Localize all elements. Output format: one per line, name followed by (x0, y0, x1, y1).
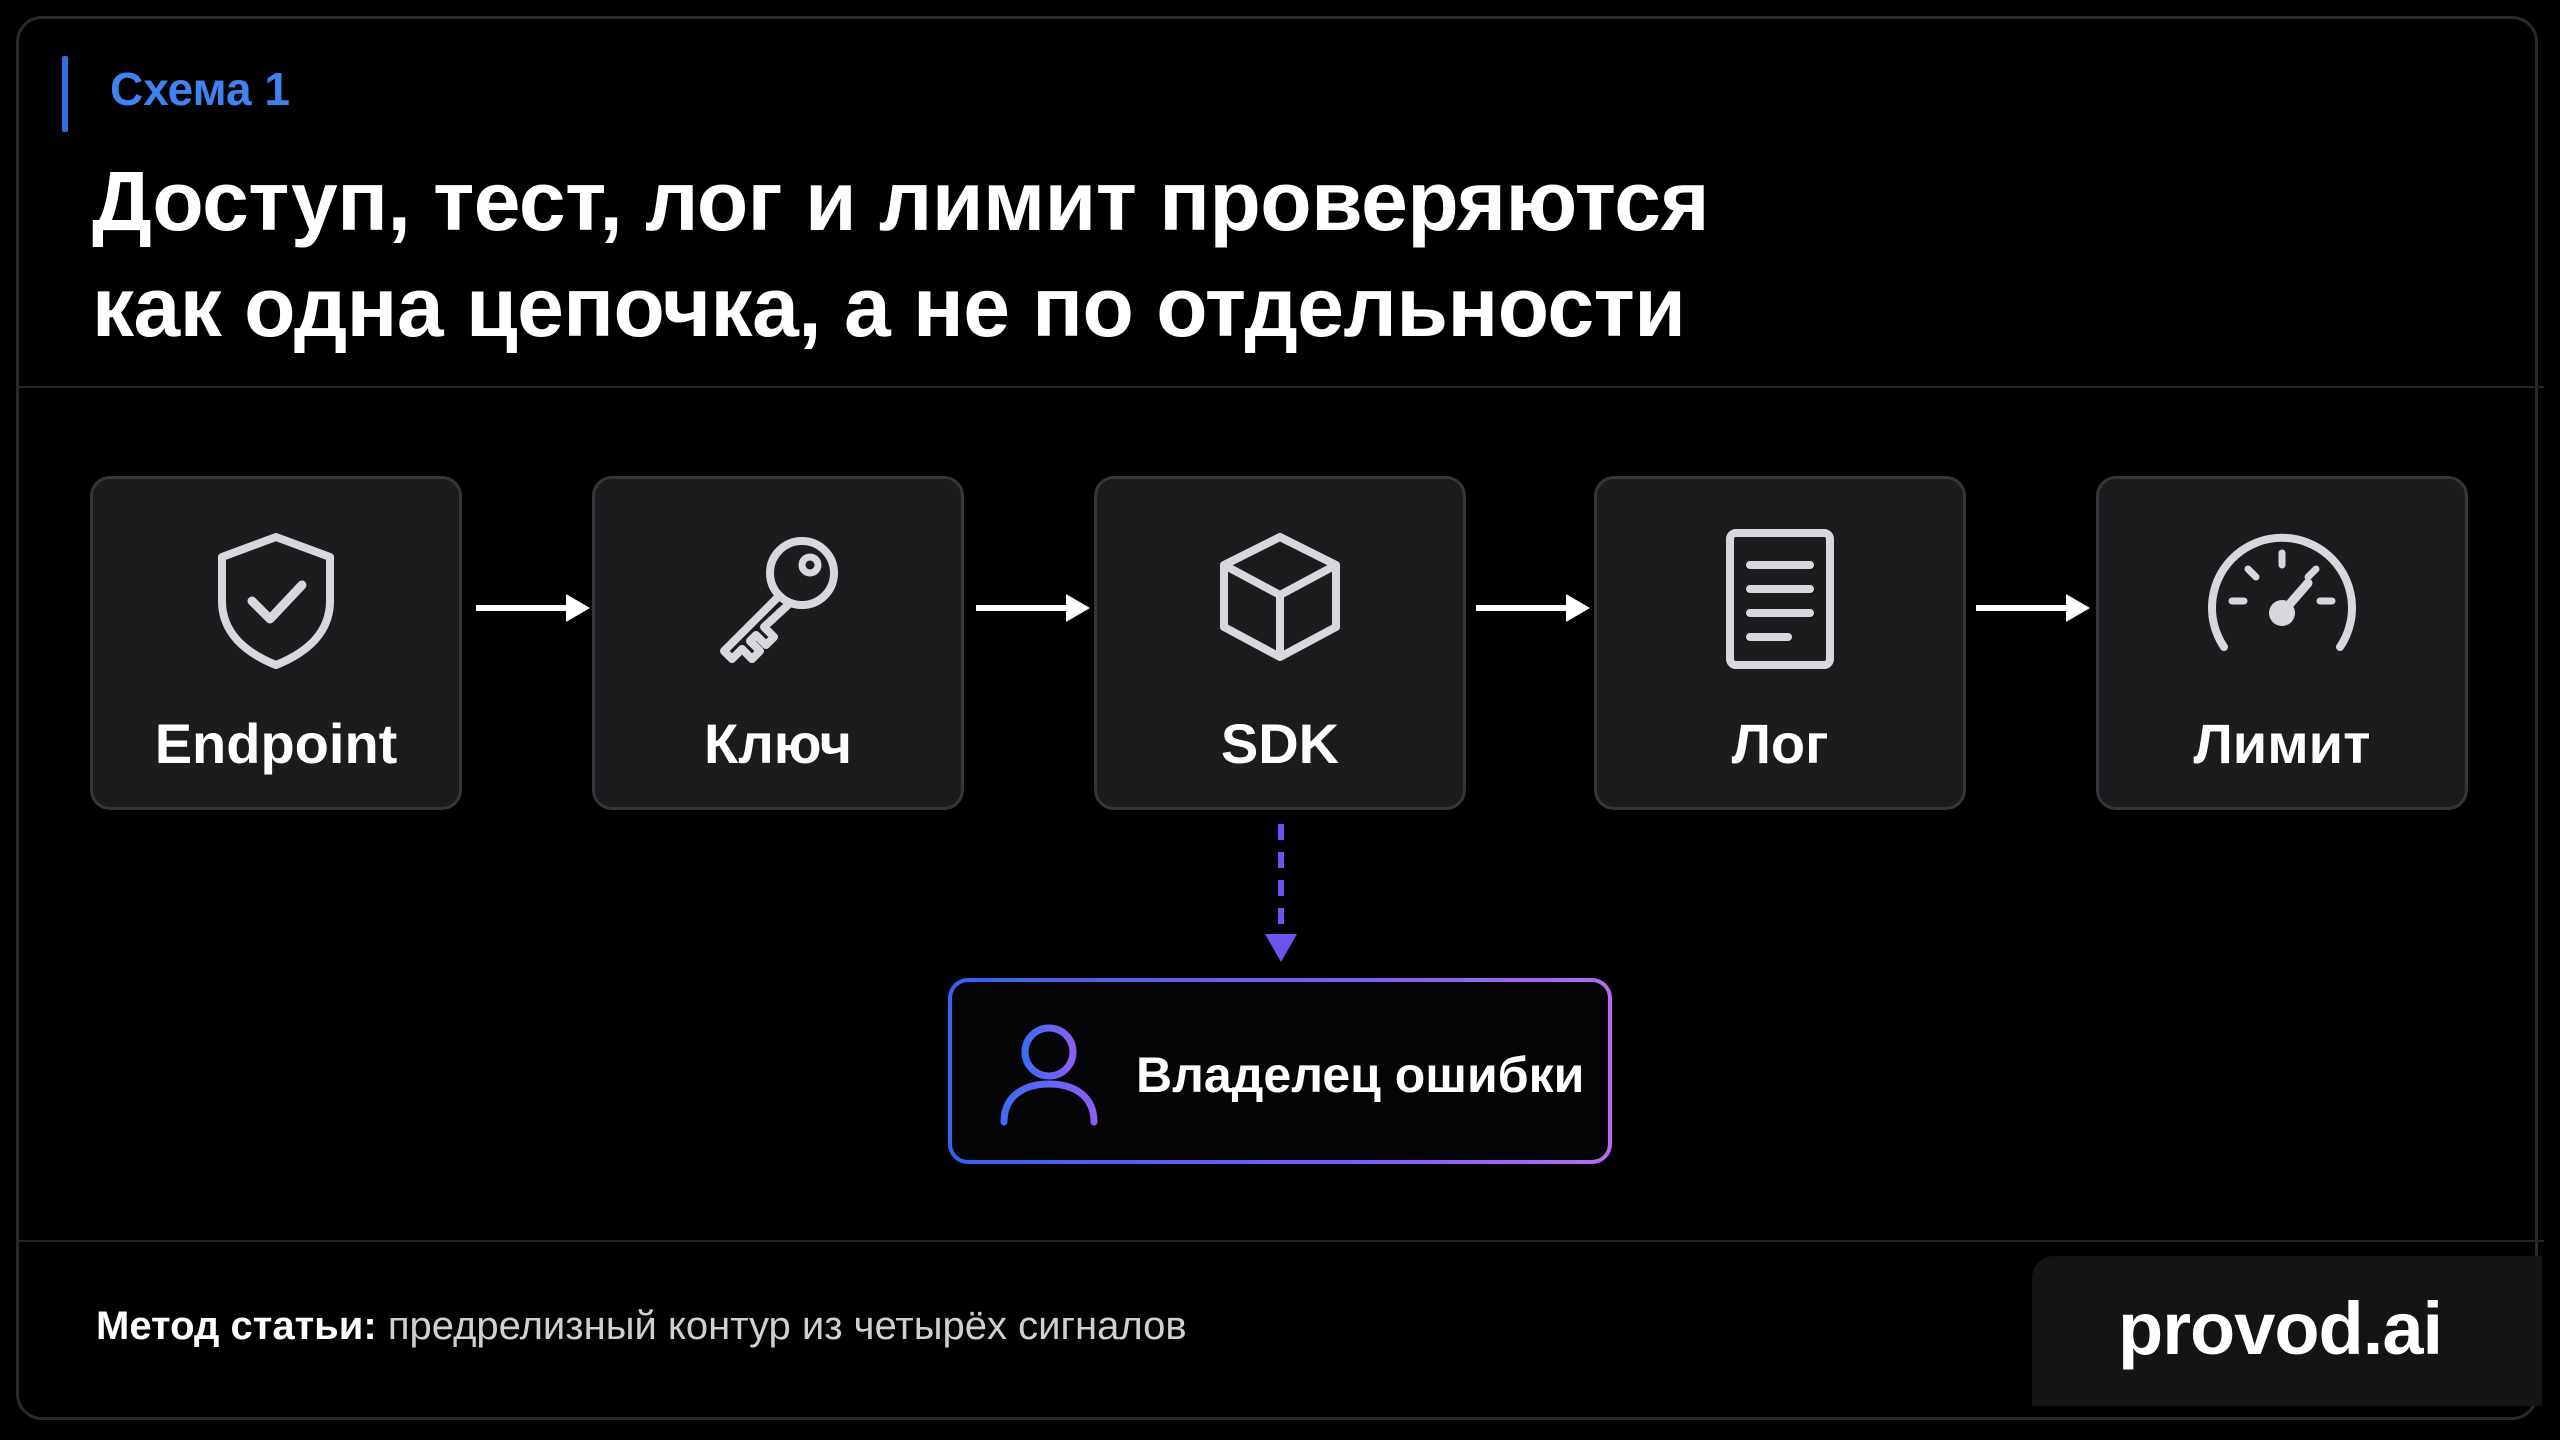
chain-node-label: Ключ (704, 712, 852, 775)
speedometer-icon (2208, 533, 2356, 651)
header-divider (16, 386, 2544, 388)
chain-node-endpoint: Endpoint (90, 476, 462, 810)
page-title: Доступ, тест, лог и лимит проверяются ка… (92, 148, 1792, 360)
chain-node-sdk: SDK (1094, 476, 1466, 810)
arrow-right-icon (1476, 594, 1590, 622)
footer-method-text: предрелизный контур из четырёх сигналов (387, 1304, 1187, 1348)
error-owner-inner: Владелец ошибки (952, 982, 1608, 1160)
arrow-right-icon (476, 594, 590, 622)
arrow-right-icon (1976, 594, 2090, 622)
page-title-line-1: Доступ, тест, лог и лимит проверяются (92, 154, 1709, 248)
brand-logo: provod.ai (2118, 1287, 2443, 1370)
footer-method-label: Метод статьи: (96, 1304, 377, 1348)
error-owner-label: Владелец ошибки (1136, 1047, 1585, 1103)
shield-check-icon (218, 533, 334, 669)
arrow-right-icon (976, 594, 1090, 622)
chain-node-log: Лог (1594, 476, 1966, 810)
footer-method: Метод статьи: предрелизный контур из чет… (96, 1304, 1187, 1349)
error-owner-box: Владелец ошибки (948, 978, 1612, 1164)
kicker-accent-bar (62, 56, 68, 132)
user-icon (1000, 1024, 1098, 1126)
chain-node-label: Endpoint (154, 712, 398, 775)
document-icon (1726, 529, 1834, 669)
scheme-kicker: Схема 1 (110, 63, 291, 115)
chain-node-label: Лог (1731, 712, 1829, 775)
page-title-line-2: как одна цепочка, а не по отдельности (92, 260, 1686, 354)
dashed-arrow-down-icon (1265, 824, 1297, 962)
cube-icon (1220, 533, 1340, 661)
chain-node-label: Лимит (2193, 712, 2371, 775)
chain-node-label: SDK (1220, 712, 1340, 775)
brand-box: provod.ai (2032, 1256, 2542, 1406)
key-icon (720, 537, 838, 663)
footer-divider (16, 1240, 2544, 1242)
chain-node-key: Ключ (592, 476, 964, 810)
chain-node-limit: Лимит (2096, 476, 2468, 810)
